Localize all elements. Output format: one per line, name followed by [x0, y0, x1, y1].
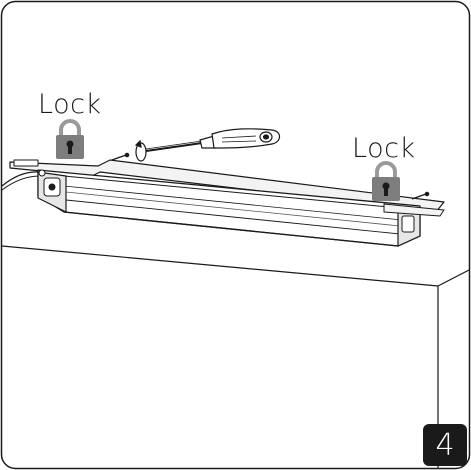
step-number: 4: [435, 427, 455, 463]
screw-icon: [411, 191, 430, 200]
rotation-arrow-icon: [134, 139, 147, 162]
padlock-icon: [56, 119, 84, 159]
power-cable-inner: [1, 175, 41, 191]
power-cable: [1, 171, 41, 187]
screw-icon: [111, 152, 130, 161]
led-light-bar: [9, 159, 445, 247]
step-number-badge: 4: [423, 424, 467, 466]
lock-label-left: Lock: [38, 89, 102, 120]
lock-label-right: Lock: [352, 133, 416, 164]
padlock-icon: [372, 161, 400, 201]
screwdriver-icon: [145, 128, 281, 152]
